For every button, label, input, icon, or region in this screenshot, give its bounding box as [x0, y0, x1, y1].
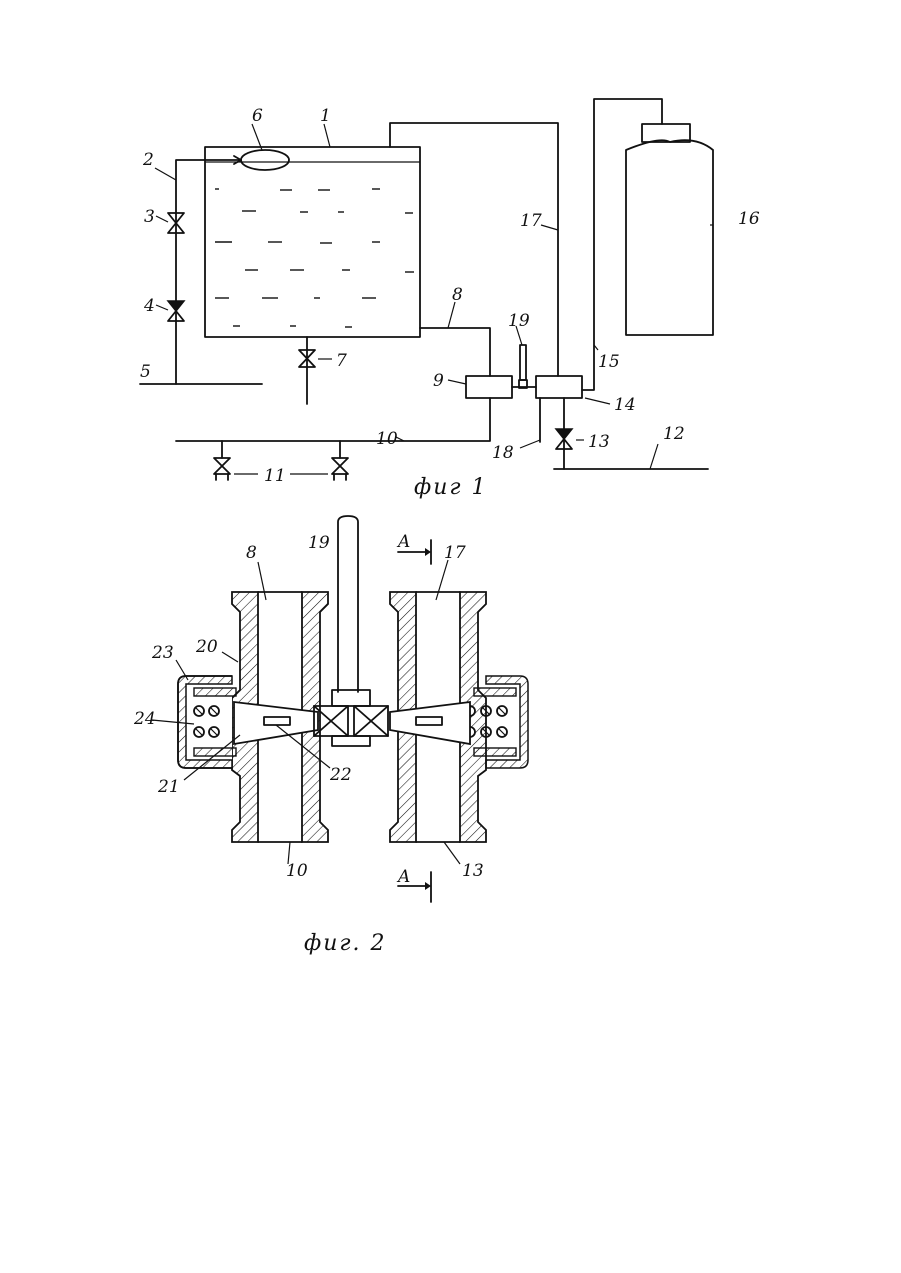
figure-2-caption: фиг. 2 [304, 931, 387, 956]
label-22: 22 [329, 765, 352, 785]
label-14: 14 [614, 395, 636, 415]
label-13-fig2: 13 [462, 861, 484, 881]
valve-11-left-icon [214, 441, 230, 480]
handle-19-small [512, 345, 536, 388]
label-17-fig2: 17 [444, 543, 466, 563]
label-19: 19 [508, 311, 530, 331]
supply-pipe-2 [176, 160, 241, 384]
block-9 [466, 376, 512, 398]
label-17: 17 [520, 211, 542, 231]
section-a-bottom: A [396, 867, 410, 887]
label-3: 3 [144, 207, 155, 227]
label-8: 8 [452, 285, 463, 305]
figure-2: 8 19 A 17 23 20 24 21 22 10 A 13 фиг. 2 [133, 516, 528, 956]
tank [205, 147, 420, 337]
label-9: 9 [433, 371, 444, 391]
right-body [390, 592, 528, 842]
label-12: 12 [663, 424, 685, 444]
label-13: 13 [588, 432, 610, 452]
leader-lines-fig1 [155, 124, 713, 469]
pipe-8 [420, 328, 490, 376]
label-18: 18 [492, 443, 514, 463]
cylinder-16 [626, 124, 713, 335]
label-7: 7 [336, 351, 347, 371]
left-body [178, 592, 328, 842]
block-14 [536, 376, 582, 398]
label-8-fig2: 8 [246, 543, 257, 563]
float-6 [241, 150, 289, 170]
label-16: 16 [738, 209, 760, 229]
label-2: 2 [142, 150, 154, 170]
label-6: 6 [252, 106, 263, 126]
label-10: 10 [376, 429, 398, 449]
figure-1: 6 1 2 3 4 5 7 8 9 10 11 12 13 14 15 16 1… [140, 99, 760, 500]
label-21: 21 [157, 777, 180, 797]
label-1: 1 [320, 106, 331, 126]
label-4: 4 [143, 296, 155, 316]
label-24: 24 [133, 709, 156, 729]
section-a-top: A [396, 532, 410, 552]
label-20: 20 [195, 637, 218, 657]
pipe-10 [176, 398, 490, 441]
label-15: 15 [598, 352, 620, 372]
label-10-fig2: 10 [286, 861, 308, 881]
label-23: 23 [151, 643, 174, 663]
pipe-17 [390, 123, 558, 376]
water-marks [215, 189, 414, 327]
figure-1-caption: фиг 1 [414, 475, 488, 500]
label-11: 11 [264, 466, 286, 486]
valve-11-right-icon [332, 441, 348, 480]
label-19-fig2: 19 [308, 533, 330, 553]
label-5: 5 [140, 362, 151, 382]
